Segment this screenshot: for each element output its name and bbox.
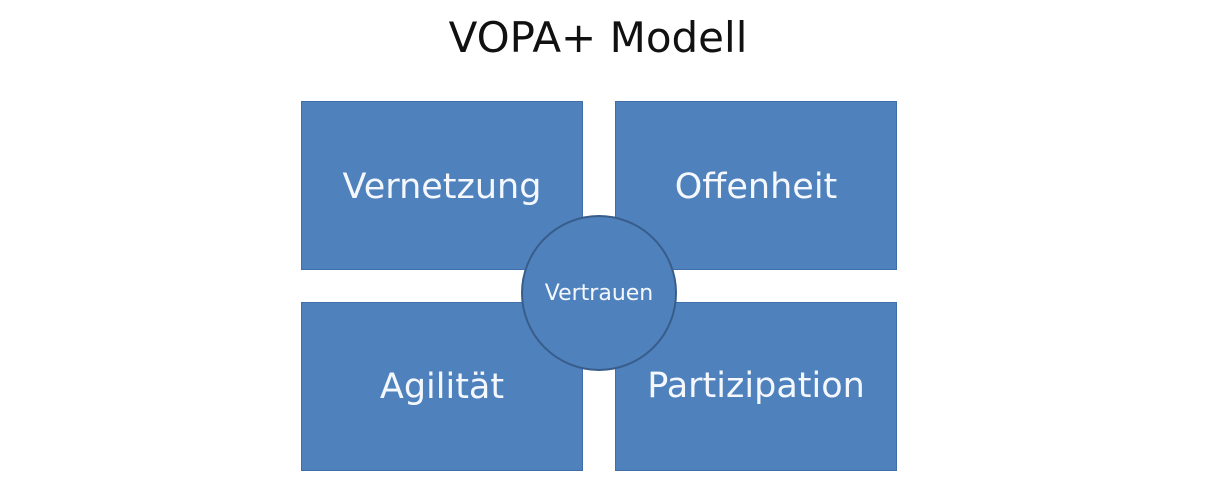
quadrant-offenheit: Offenheit: [615, 101, 897, 270]
quadrant-label: Offenheit: [674, 166, 838, 207]
center-circle-vertrauen: Vertrauen: [521, 215, 677, 371]
diagram-title: VOPA+ Modell: [448, 13, 748, 62]
quadrant-label: Agilität: [379, 366, 505, 407]
quadrant-label: Vernetzung: [342, 166, 542, 207]
quadrant-partizipation: Partizipation: [615, 302, 897, 471]
quadrant-vernetzung: Vernetzung: [301, 101, 583, 270]
quadrant-label: Partizipation: [647, 365, 865, 406]
center-label: Vertrauen: [544, 280, 654, 306]
